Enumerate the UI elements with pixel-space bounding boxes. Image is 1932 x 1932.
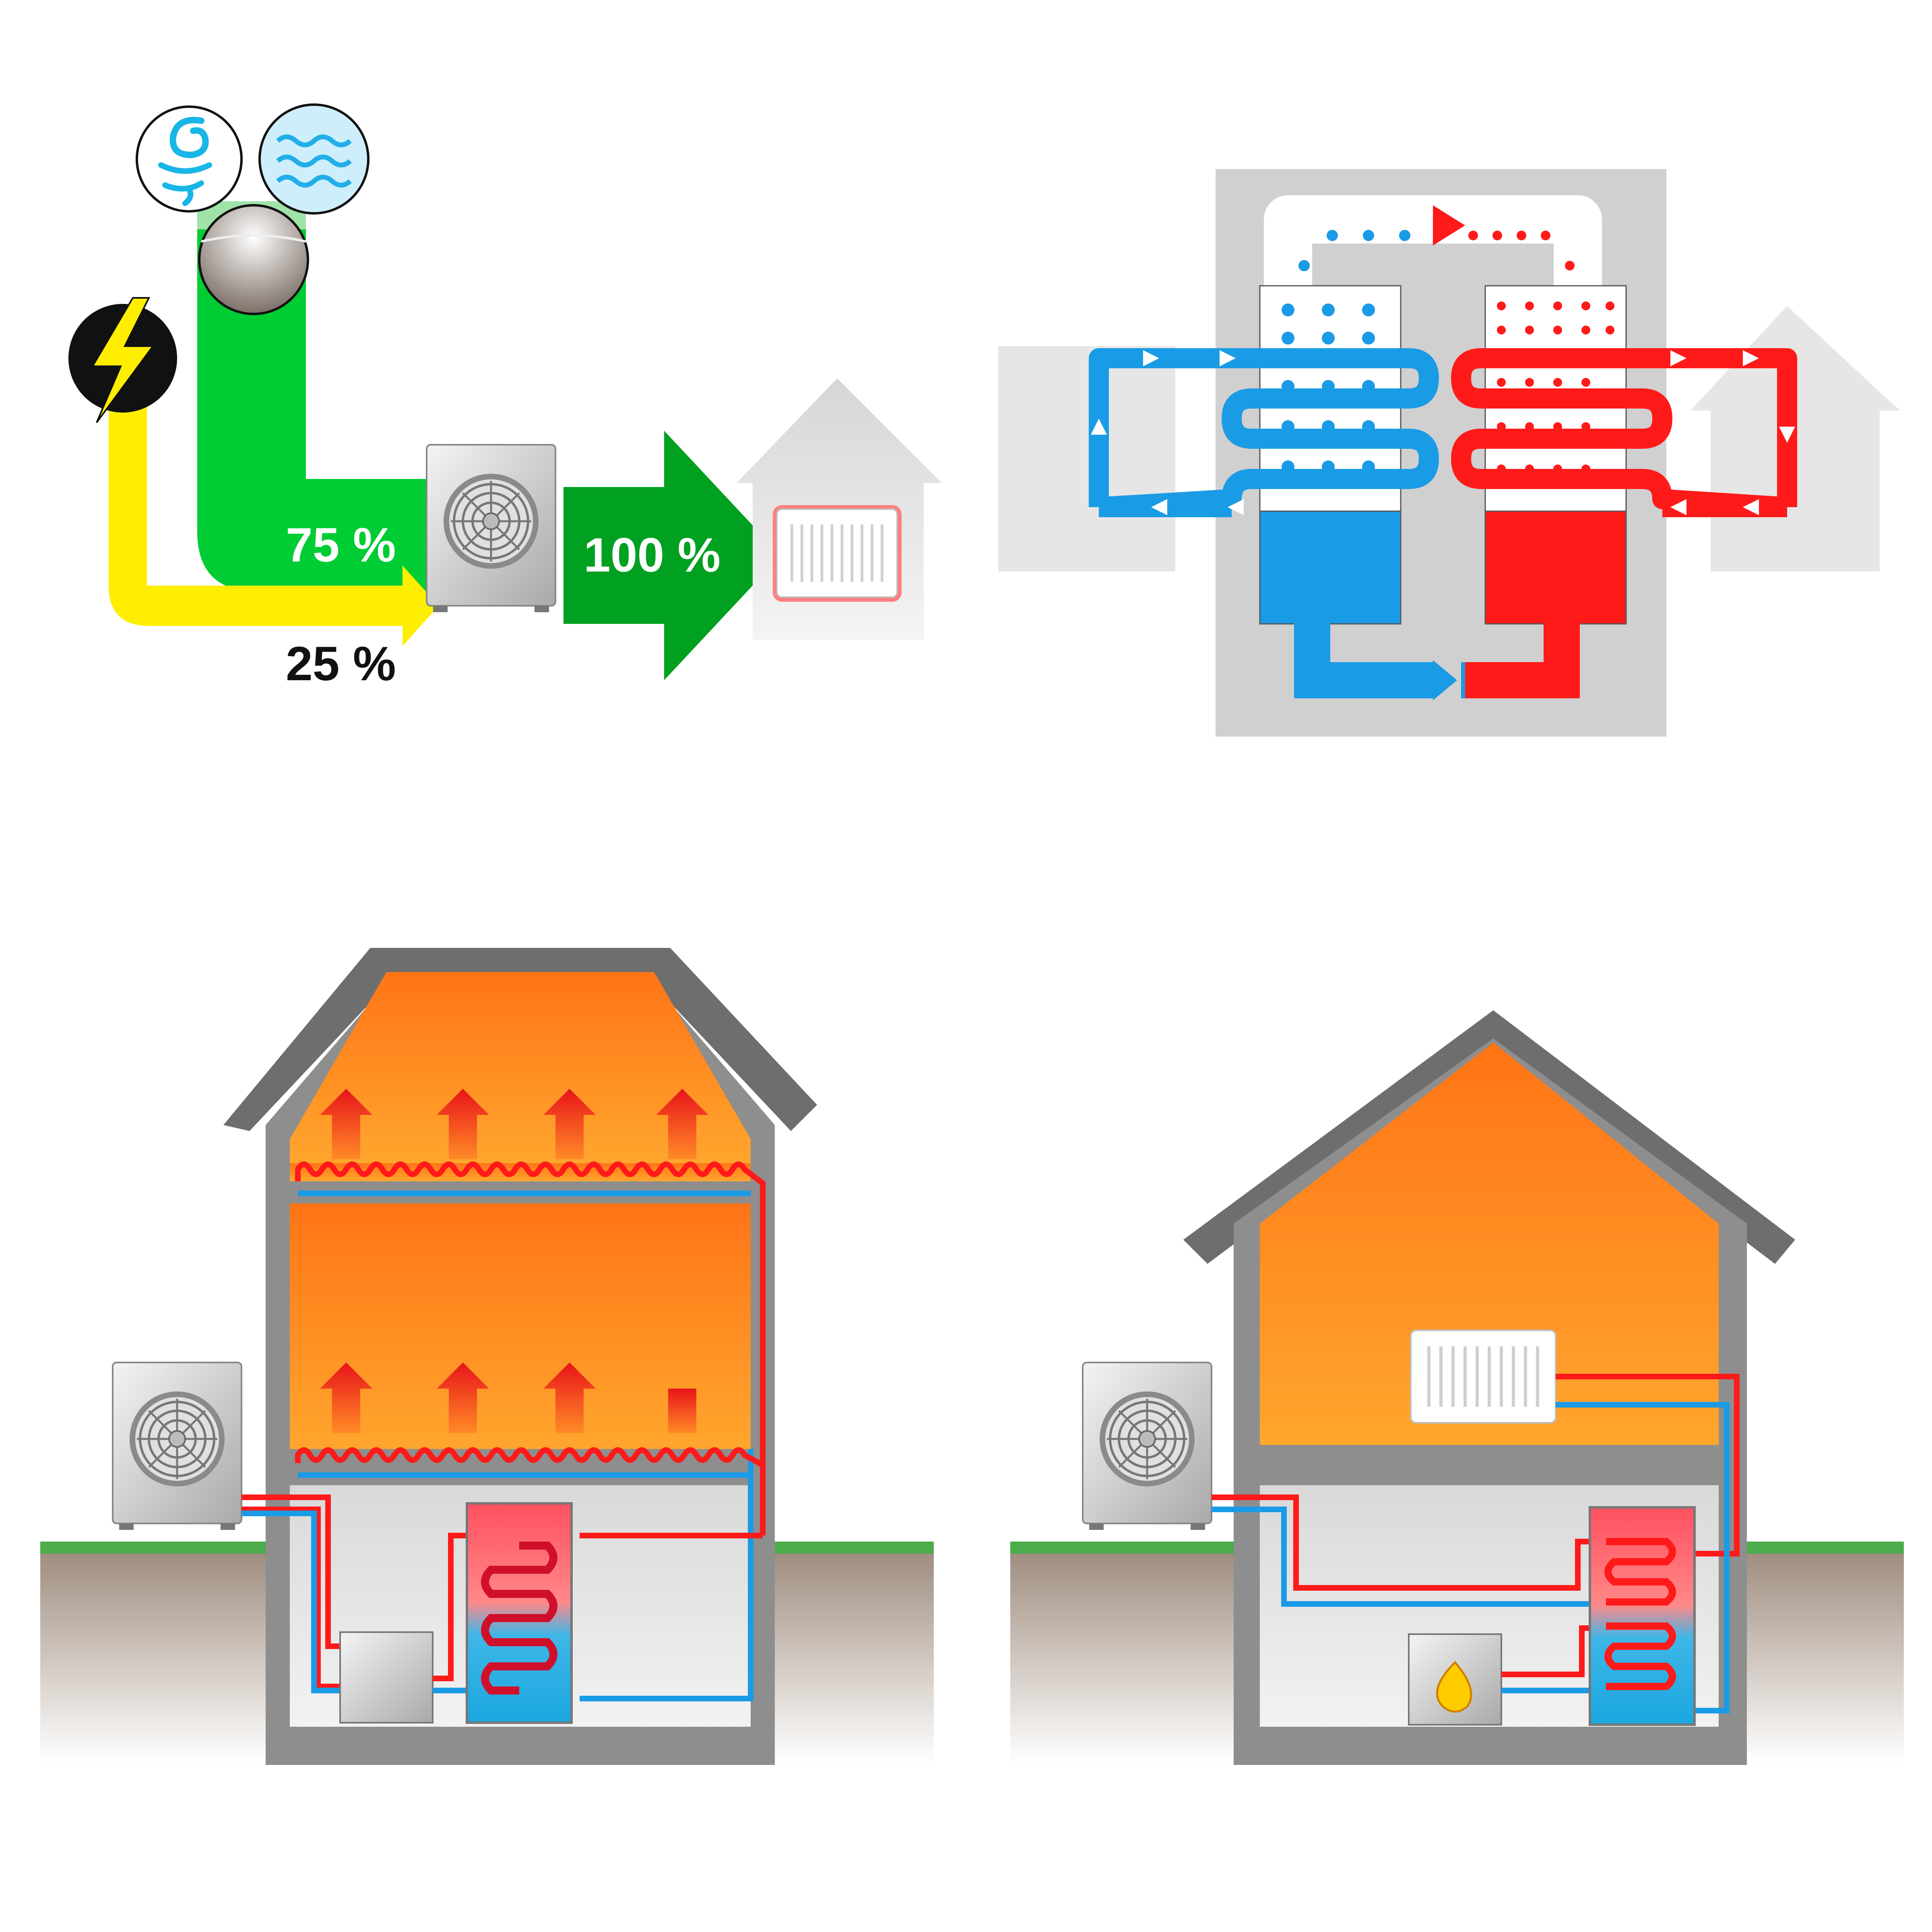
outdoor-heat-pump-unit <box>113 1362 242 1530</box>
air-swirl-icon <box>136 105 243 213</box>
hot-water-tank <box>1589 1506 1696 1726</box>
hot-coil <box>1451 348 1797 517</box>
ground-icon <box>198 204 309 315</box>
energy-flow-diagram: 75 % 25 % 100 % <box>68 103 942 691</box>
underfloor-pipe-lower <box>295 1447 764 1468</box>
underfloor-pipe-upper <box>295 1161 766 1536</box>
outdoor-heat-pump-unit <box>1083 1362 1212 1530</box>
electricity-energy-flow <box>109 407 439 646</box>
house-icon <box>737 378 942 640</box>
lightning-icon <box>68 297 177 423</box>
refrigerant-cycle-diagram <box>998 169 1900 737</box>
electricity-share-label: 25 % <box>286 637 396 691</box>
source-panel <box>998 346 1175 572</box>
radiator-heating-house <box>1010 1010 1904 1765</box>
living-room <box>1260 1042 1719 1445</box>
heat-output-label: 100 % <box>584 528 720 582</box>
roof <box>223 948 817 1131</box>
water-waves-icon <box>258 103 369 215</box>
cold-coil <box>1089 348 1439 517</box>
heat-pump-unit <box>427 445 555 612</box>
flame-icon <box>1436 1661 1472 1713</box>
boiler <box>1408 1633 1502 1726</box>
environment-share-label: 75 % <box>286 518 396 572</box>
heat-output-arrow <box>564 431 781 680</box>
indoor-module <box>339 1631 433 1724</box>
underfloor-heating-house <box>40 948 934 1765</box>
hot-water-tank <box>466 1502 573 1724</box>
radiator-icon <box>1411 1330 1556 1423</box>
compressor-arrow-icon <box>1433 205 1465 246</box>
expansion-valve-icon <box>1433 660 1457 700</box>
